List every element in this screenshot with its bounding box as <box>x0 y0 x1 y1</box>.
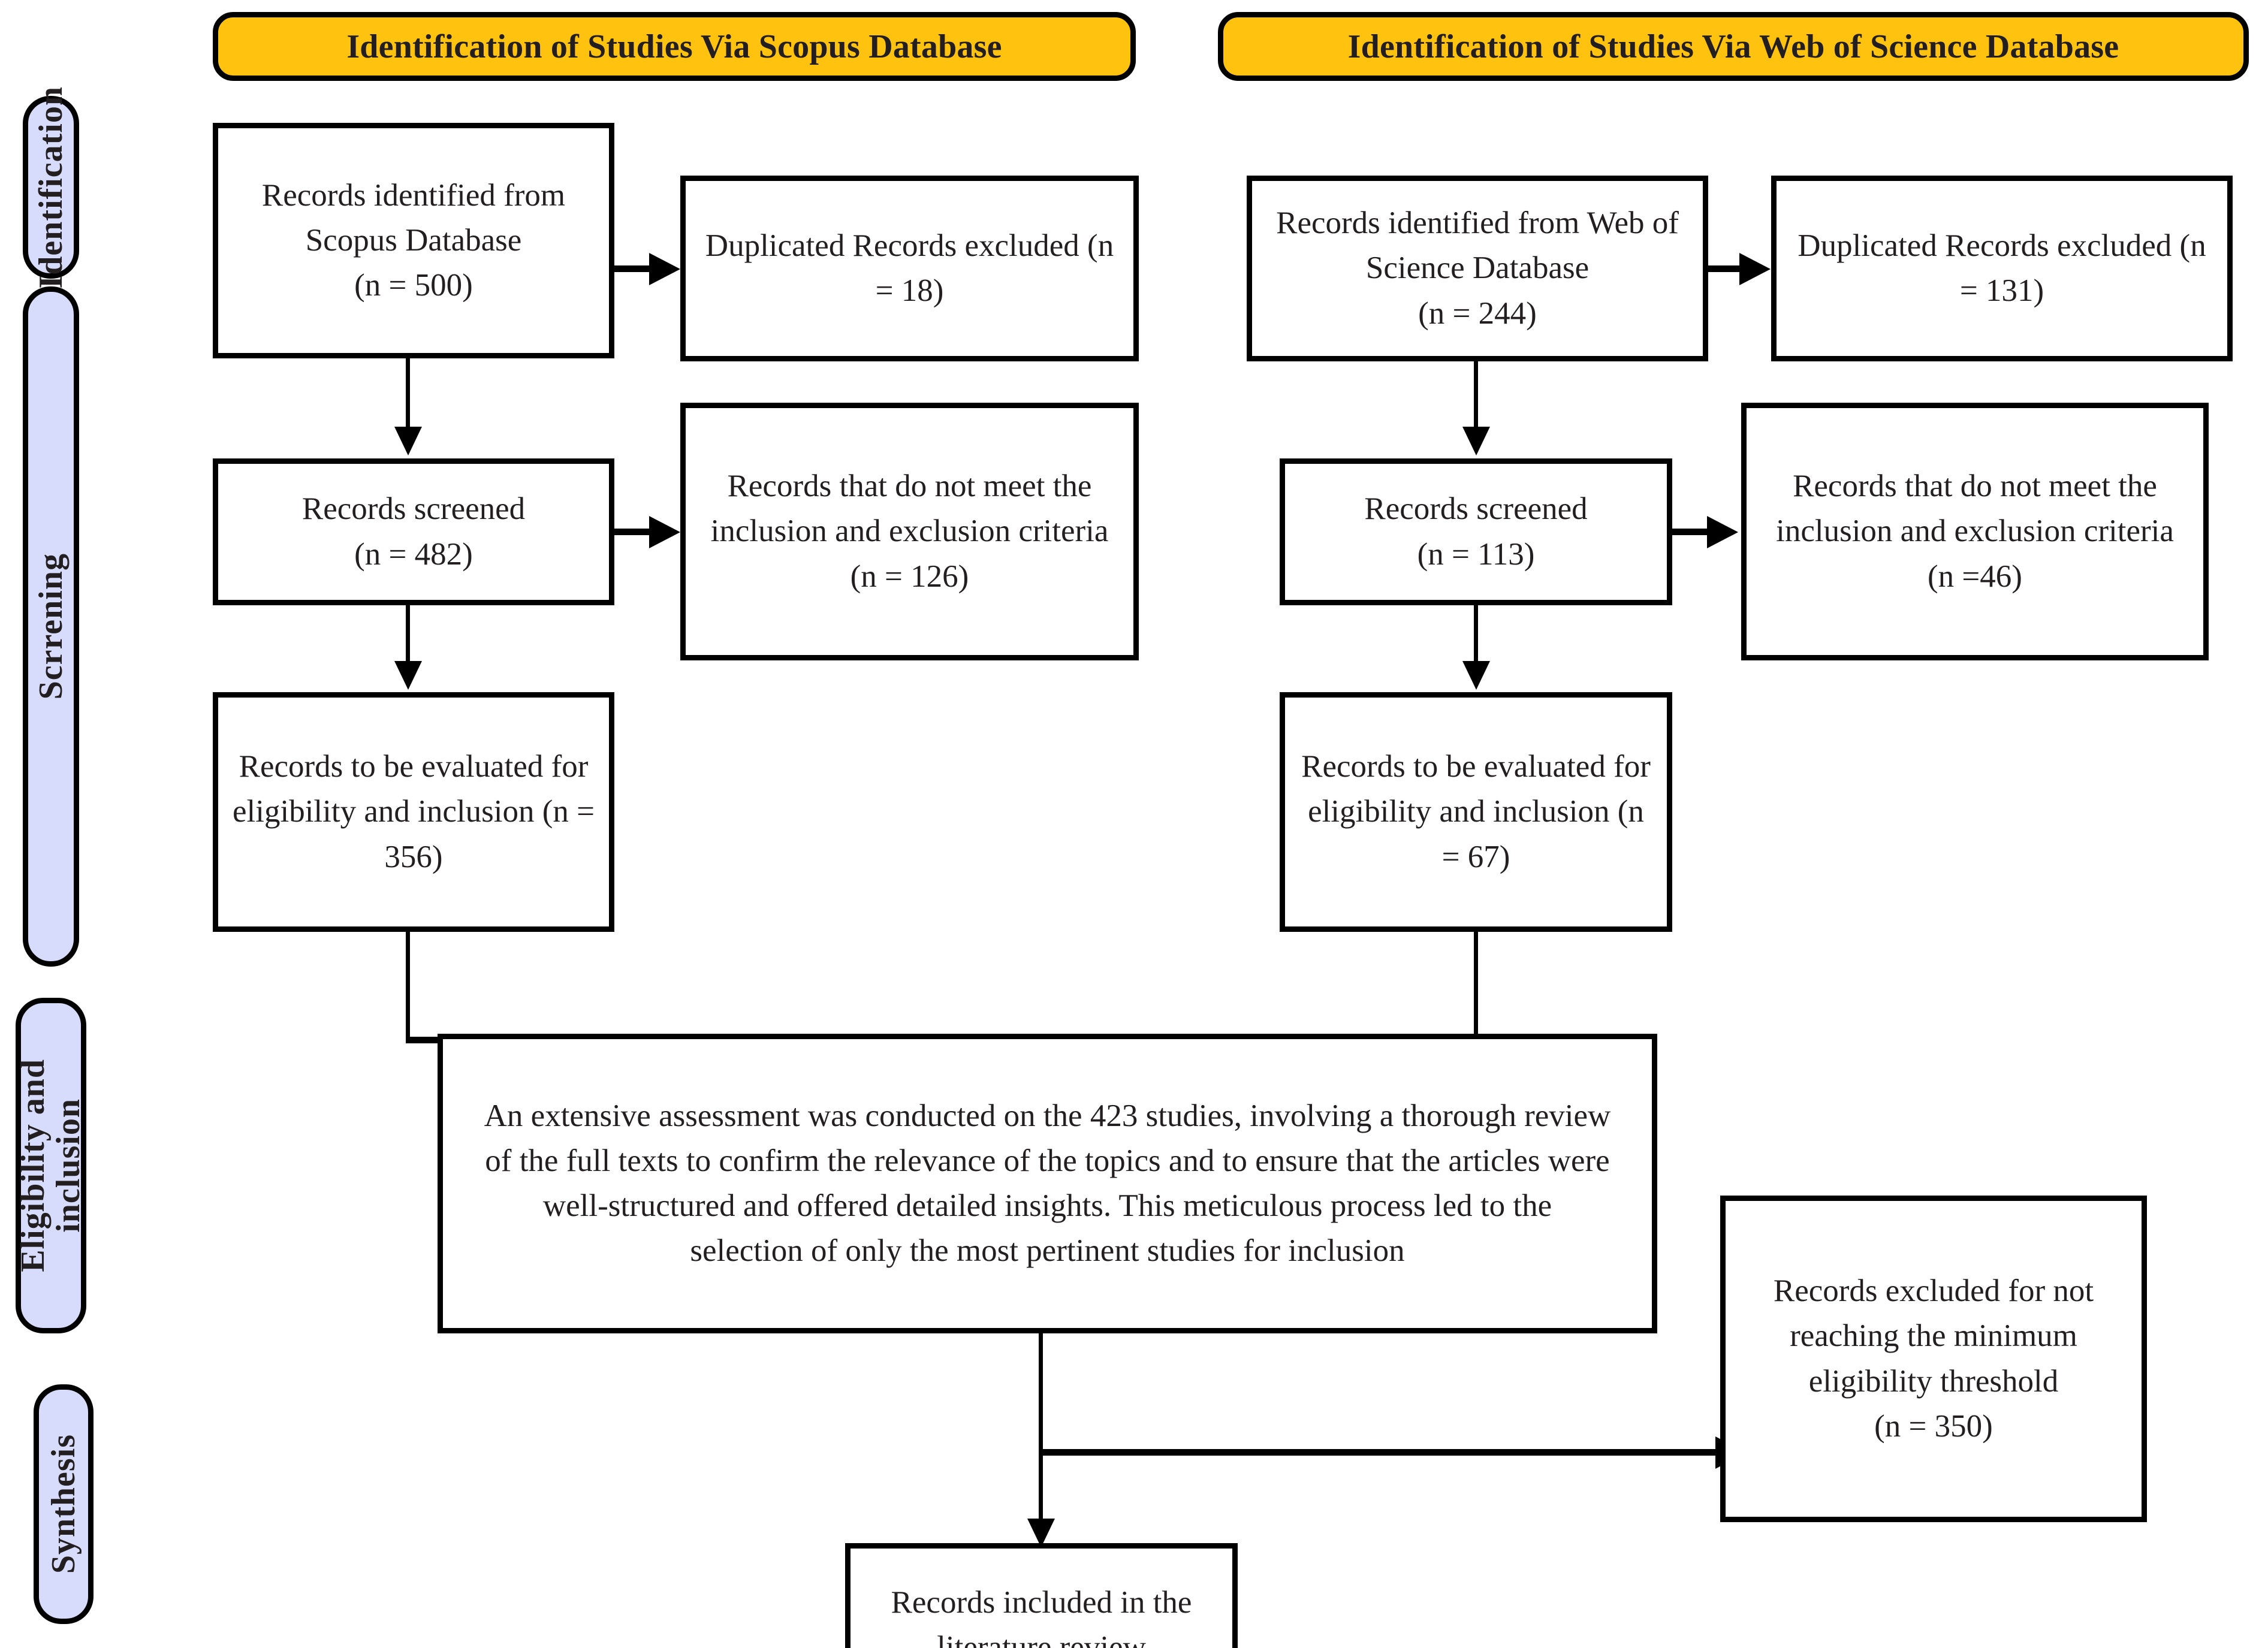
node-scopus-eligible-text: Records to be evaluated for eligibility … <box>233 749 595 874</box>
node-scopus-screened-text: Records screened (n = 482) <box>301 491 526 572</box>
arrowhead-wos-eligible <box>1462 661 1490 690</box>
node-wos-screened-text: Records screened (n = 113) <box>1364 491 1588 572</box>
connector-wos-screened-to-eligible <box>1474 605 1478 665</box>
node-wos-not-meeting: Records that do not meet the inclusion a… <box>1741 403 2209 660</box>
node-wos-duplicates: Duplicated Records excluded (n = 131) <box>1771 176 2233 361</box>
arrowhead-scopus-duplicates <box>649 253 680 285</box>
node-assessment-text: An extensive assessment was conducted on… <box>484 1098 1611 1269</box>
node-scopus-not-meeting: Records that do not meet the inclusion a… <box>680 403 1139 660</box>
node-scopus-screened: Records screened (n = 482) <box>213 458 614 605</box>
node-assessment: An extensive assessment was conducted on… <box>438 1034 1657 1333</box>
connector-scopus-identified-to-duplicates <box>614 265 652 272</box>
node-included: Records included in the literature revie… <box>845 1543 1238 1648</box>
arrowhead-scopus-screened <box>394 427 422 455</box>
arrowhead-wos-not-meeting <box>1707 516 1738 548</box>
connector-wos-identified-to-duplicates <box>1708 265 1742 272</box>
node-included-text: Records included in the literature revie… <box>891 1585 1192 1648</box>
connector-wos-identified-to-screened <box>1474 358 1478 430</box>
connector-scopus-screened-to-not-meeting <box>614 529 652 535</box>
stage-label-synthesis: Synthesis <box>44 1434 82 1574</box>
connector-wos-eligible-merge-down <box>1474 932 1478 1040</box>
node-scopus-duplicates: Duplicated Records excluded (n = 18) <box>680 176 1139 361</box>
stage-band-screening: Scrrening <box>23 286 79 967</box>
connector-assessment-down <box>1039 1333 1043 1525</box>
node-scopus-eligible: Records to be evaluated for eligibility … <box>213 692 614 932</box>
node-excluded-threshold-text: Records excluded for not reaching the mi… <box>1773 1273 2094 1444</box>
banner-web-of-science: Identification of Studies Via Web of Sci… <box>1218 12 2249 81</box>
banner-scopus-label: Identification of Studies Via Scopus Dat… <box>346 28 1002 65</box>
node-wos-not-meeting-text: Records that do not meet the inclusion a… <box>1776 469 2174 594</box>
stage-band-identification: Identification <box>23 86 79 288</box>
stage-band-synthesis: Synthesis <box>34 1384 94 1624</box>
node-wos-identified-text: Records identified from Web of Science D… <box>1276 206 1679 331</box>
arrowhead-wos-duplicates <box>1739 253 1771 285</box>
node-wos-duplicates-text: Duplicated Records excluded (n = 131) <box>1797 228 2206 308</box>
stage-label-identification: Identification <box>32 86 70 289</box>
node-scopus-duplicates-text: Duplicated Records excluded (n = 18) <box>705 228 1114 308</box>
node-scopus-identified-text: Records identified from Scopus Database … <box>261 177 566 303</box>
stage-label-eligibility: Eligibility and inclusion <box>14 1059 87 1272</box>
stage-label-screening: Scrrening <box>32 553 70 700</box>
node-wos-screened: Records screened (n = 113) <box>1280 458 1672 605</box>
node-scopus-not-meeting-text: Records that do not meet the inclusion a… <box>710 469 1109 594</box>
arrowhead-wos-screened <box>1462 427 1490 455</box>
node-excluded-threshold: Records excluded for not reaching the mi… <box>1720 1196 2147 1522</box>
arrowhead-scopus-eligible <box>394 661 422 690</box>
node-wos-eligible: Records to be evaluated for eligibility … <box>1280 692 1672 932</box>
node-wos-eligible-text: Records to be evaluated for eligibility … <box>1301 749 1651 874</box>
connector-scopus-identified-to-screened <box>406 358 410 430</box>
connector-wos-screened-to-not-meeting <box>1672 529 1709 535</box>
stage-band-eligibility: Eligibility and inclusion <box>14 998 87 1333</box>
banner-wos-label: Identification of Studies Via Web of Sci… <box>1347 28 2119 65</box>
connector-scopus-screened-to-eligible <box>406 605 410 665</box>
connector-assessment-to-excluded <box>1039 1449 1722 1456</box>
banner-scopus: Identification of Studies Via Scopus Dat… <box>213 12 1136 81</box>
connector-scopus-eligible-merge-down <box>406 932 410 1040</box>
node-wos-identified: Records identified from Web of Science D… <box>1247 176 1708 361</box>
arrowhead-included <box>1027 1519 1055 1547</box>
node-scopus-identified: Records identified from Scopus Database … <box>213 123 614 358</box>
arrowhead-scopus-not-meeting <box>649 516 680 548</box>
